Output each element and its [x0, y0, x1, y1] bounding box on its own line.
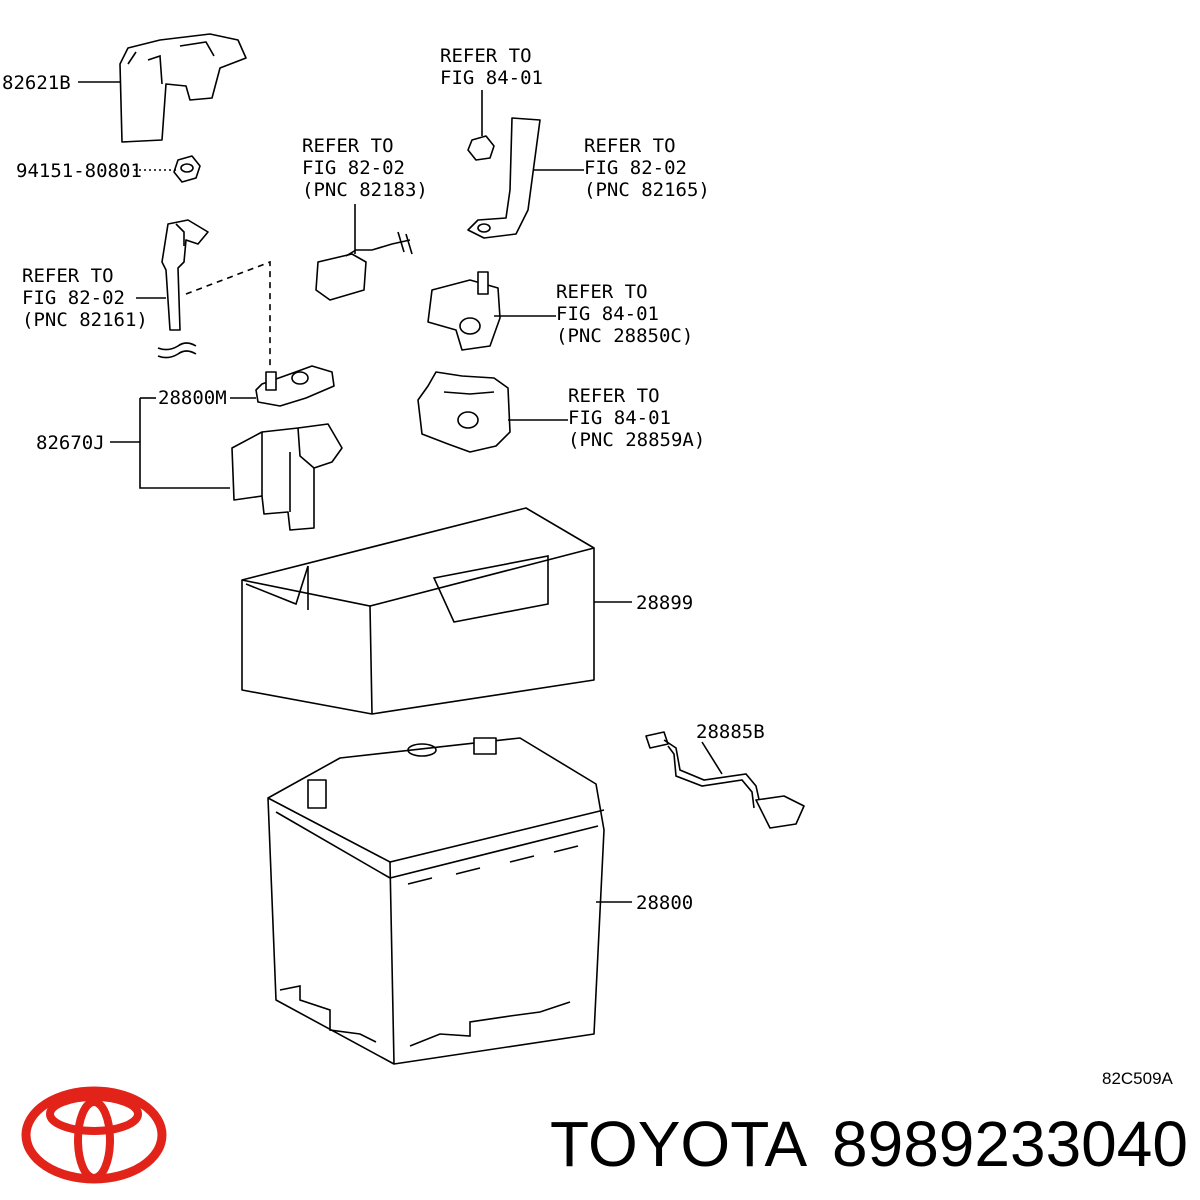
ref-label-28850c-line2: FIG 84-01: [556, 303, 659, 325]
clamp-82670j-illustration: [231, 423, 343, 531]
ref-label-82165-line2: FIG 82-02: [584, 157, 687, 179]
ref-label-82161-line2: FIG 82-02: [22, 287, 125, 309]
ref-label-82161-line3: (PNC 82161): [22, 309, 148, 331]
fuse-block-28859a-illustration: [417, 371, 511, 453]
part-number: 8989233040: [832, 1108, 1188, 1180]
brand-name: TOYOTA: [550, 1108, 808, 1180]
ref-label-28859a-line2: FIG 84-01: [568, 407, 671, 429]
negative-cable-illustration: [157, 219, 209, 359]
nut-94151-80801-illustration: [173, 155, 201, 183]
part-label-28899: 28899: [636, 592, 693, 614]
diagram-code: 82C509A: [1102, 1069, 1174, 1088]
battery-insulator-28899-illustration: [241, 507, 595, 715]
terminal-28850c-illustration: [427, 271, 501, 351]
toyota-logo: [21, 1086, 167, 1184]
part-label-82621b: 82621B: [2, 72, 71, 94]
ref-label-82161-line1: REFER TO: [22, 265, 114, 287]
ref-label-82165-line3: (PNC 82165): [584, 179, 710, 201]
battery-28800-illustration: [267, 737, 605, 1065]
cover-82621b-illustration: [119, 33, 247, 143]
part-label-28800: 28800: [636, 892, 693, 914]
part-label-28885b: 28885B: [696, 721, 765, 743]
ref-label-82183-line2: FIG 82-02: [302, 157, 405, 179]
ref-label-84-01-line1: REFER TO: [440, 45, 532, 67]
ref-label-28850c-line1: REFER TO: [556, 281, 648, 303]
sensor-82183-illustration: [315, 231, 413, 301]
terminal-28800m-illustration: [255, 365, 335, 407]
ref-label-84-01-line2: FIG 84-01: [440, 67, 543, 89]
ref-label-82183-line3: (PNC 82183): [302, 179, 428, 201]
part-label-28800m: 28800M: [158, 387, 227, 409]
ref-label-28859a-line3: (PNC 28859A): [568, 429, 705, 451]
sensor-cable-28885b-illustration: [645, 731, 805, 829]
ref-label-28850c-line3: (PNC 28850C): [556, 325, 693, 347]
ref-label-82165-line1: REFER TO: [584, 135, 676, 157]
nut-84-01-illustration: [467, 135, 495, 161]
ref-label-28859a-line1: REFER TO: [568, 385, 660, 407]
part-label-82670j: 82670J: [36, 432, 105, 454]
positive-cable-illustration: [467, 117, 541, 239]
ref-label-82183-line1: REFER TO: [302, 135, 394, 157]
part-label-94151-80801: 94151-80801: [16, 160, 142, 182]
